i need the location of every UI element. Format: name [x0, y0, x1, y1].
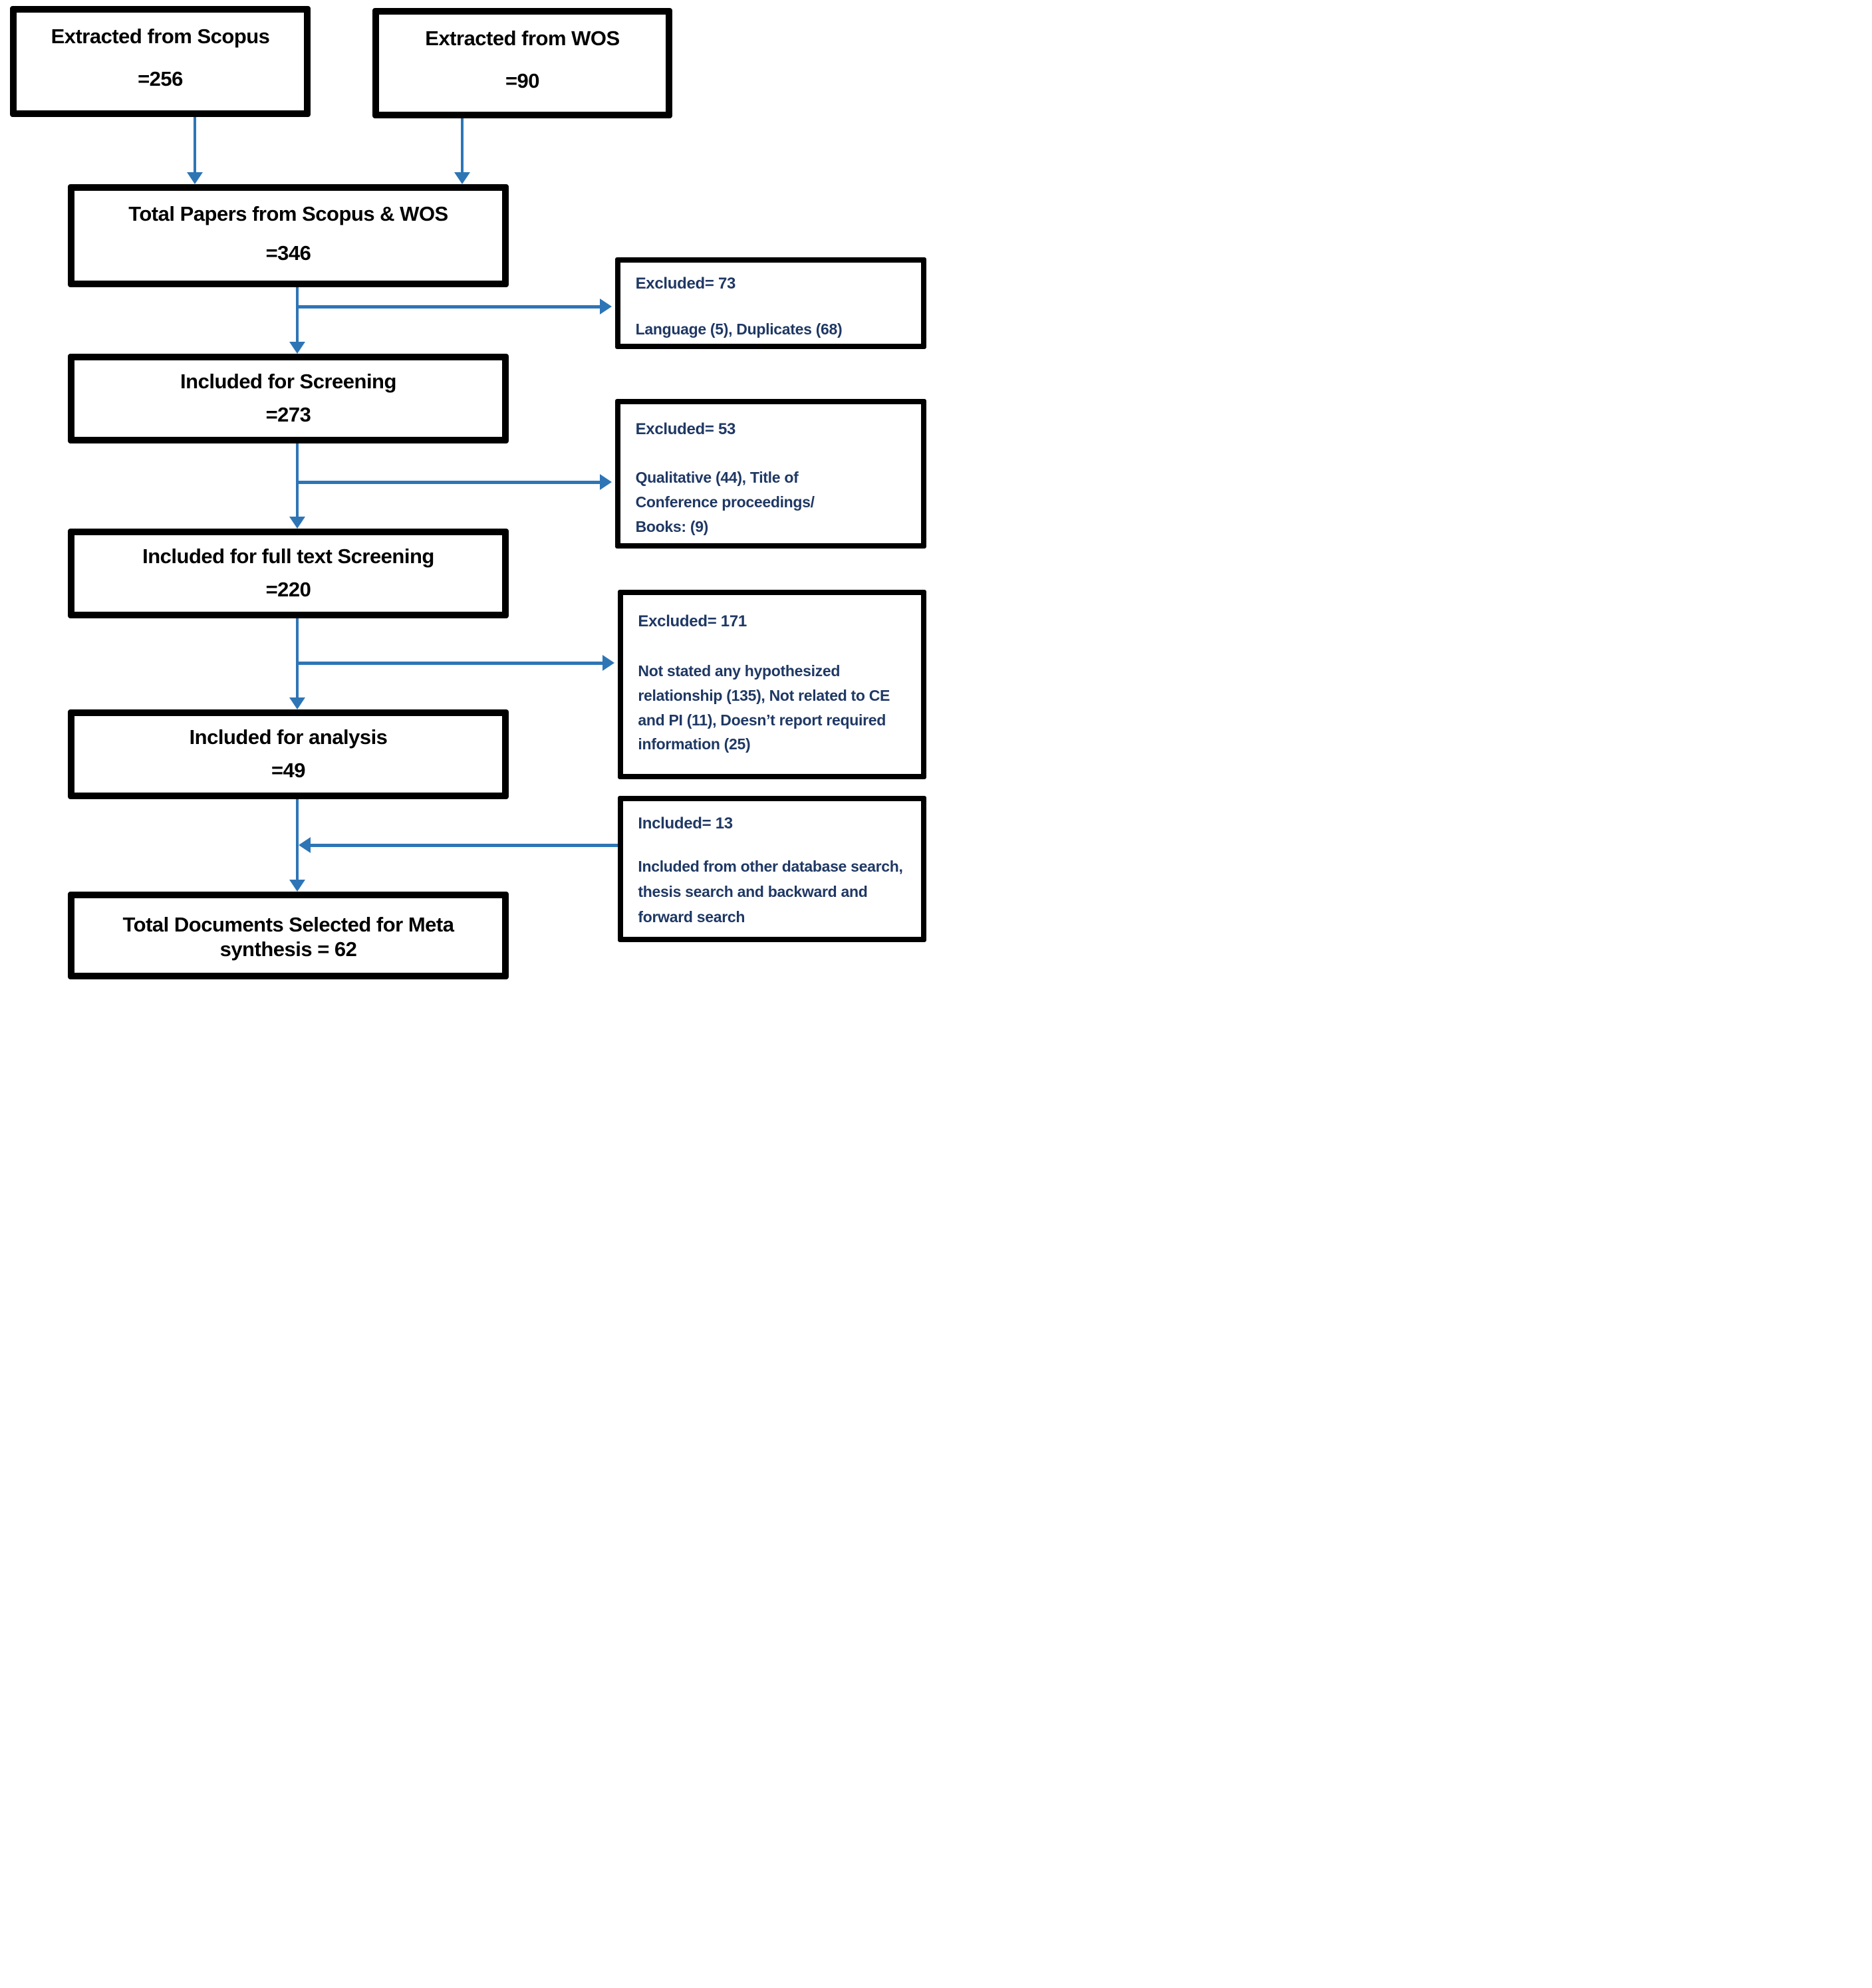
arrow-analysis-to-final-head: [289, 880, 305, 892]
node-value: =220: [265, 578, 311, 602]
node-value: =49: [271, 759, 306, 783]
side-note-detail: Not stated any hypothesized relationship…: [638, 662, 890, 753]
node-value: =256: [138, 67, 183, 91]
node-included-screening: Included for Screening =273: [68, 354, 509, 443]
arrow-scopus-to-total-head: [187, 172, 203, 184]
branch-excluded-53-line: [297, 481, 601, 484]
node-value: =273: [265, 403, 311, 427]
side-note-excluded-171: Excluded= 171 Not stated any hypothesize…: [618, 590, 926, 779]
side-note-excluded-73: Excluded= 73 Language (5), Duplicates (6…: [615, 257, 926, 349]
arrow-total-to-screening-line: [296, 287, 299, 342]
node-extracted-wos: Extracted from WOS =90: [372, 8, 672, 118]
arrow-fulltext-to-analysis-head: [289, 697, 305, 709]
node-title: Total Papers from Scopus & WOS: [128, 201, 448, 225]
node-title: Included for analysis: [189, 725, 388, 749]
arrow-wos-to-total-head: [454, 172, 470, 184]
side-note-heading: Included= 13: [638, 814, 733, 832]
arrow-analysis-to-final-line: [296, 799, 299, 880]
branch-excluded-73-head: [600, 299, 612, 314]
branch-excluded-171-line: [297, 662, 604, 665]
node-title: Included for full text Screening: [142, 544, 434, 568]
node-title-line2: synthesis = 62: [219, 937, 357, 961]
node-extracted-scopus: Extracted from Scopus =256: [10, 6, 311, 117]
node-title-line1: Total Documents Selected for Meta: [122, 913, 454, 937]
side-note-included-13: Included= 13 Included from other databas…: [618, 796, 926, 942]
node-included-analysis: Included for analysis =49: [68, 709, 509, 799]
arrow-scopus-to-total-line: [194, 117, 196, 173]
side-note-heading: Excluded= 171: [638, 612, 747, 630]
side-note-heading: Excluded= 73: [635, 275, 736, 293]
arrow-screening-to-fulltext-head: [289, 517, 305, 529]
side-note-detail: Qualitative (44), Title of Conference pr…: [635, 469, 815, 535]
node-title: Extracted from WOS: [425, 26, 620, 50]
side-note-heading: Excluded= 53: [635, 420, 736, 438]
arrow-total-to-screening-head: [289, 342, 305, 354]
branch-included-13-head: [299, 837, 311, 853]
node-total-papers: Total Papers from Scopus & WOS =346: [68, 184, 509, 287]
branch-excluded-171-head: [602, 655, 614, 671]
branch-excluded-73-line: [297, 305, 601, 309]
node-title: Extracted from Scopus: [51, 25, 270, 49]
prisma-flow-diagram: Extracted from Scopus =256 Extracted fro…: [0, 0, 936, 994]
arrow-fulltext-to-analysis-line: [296, 618, 299, 697]
node-included-fulltext: Included for full text Screening =220: [68, 529, 509, 618]
side-note-excluded-53: Excluded= 53 Qualitative (44), Title of …: [615, 399, 926, 549]
node-value: =346: [265, 241, 311, 265]
side-note-detail: Included from other database search, the…: [638, 858, 903, 926]
arrow-wos-to-total-line: [461, 118, 464, 173]
arrow-screening-to-fulltext-line: [296, 443, 299, 517]
side-note-detail: Language (5), Duplicates (68): [635, 320, 843, 338]
node-value: =90: [505, 68, 540, 92]
node-total-selected: Total Documents Selected for Meta synthe…: [68, 892, 509, 979]
branch-included-13-line: [309, 844, 618, 847]
branch-excluded-53-head: [600, 474, 612, 490]
node-title: Included for Screening: [180, 369, 396, 393]
